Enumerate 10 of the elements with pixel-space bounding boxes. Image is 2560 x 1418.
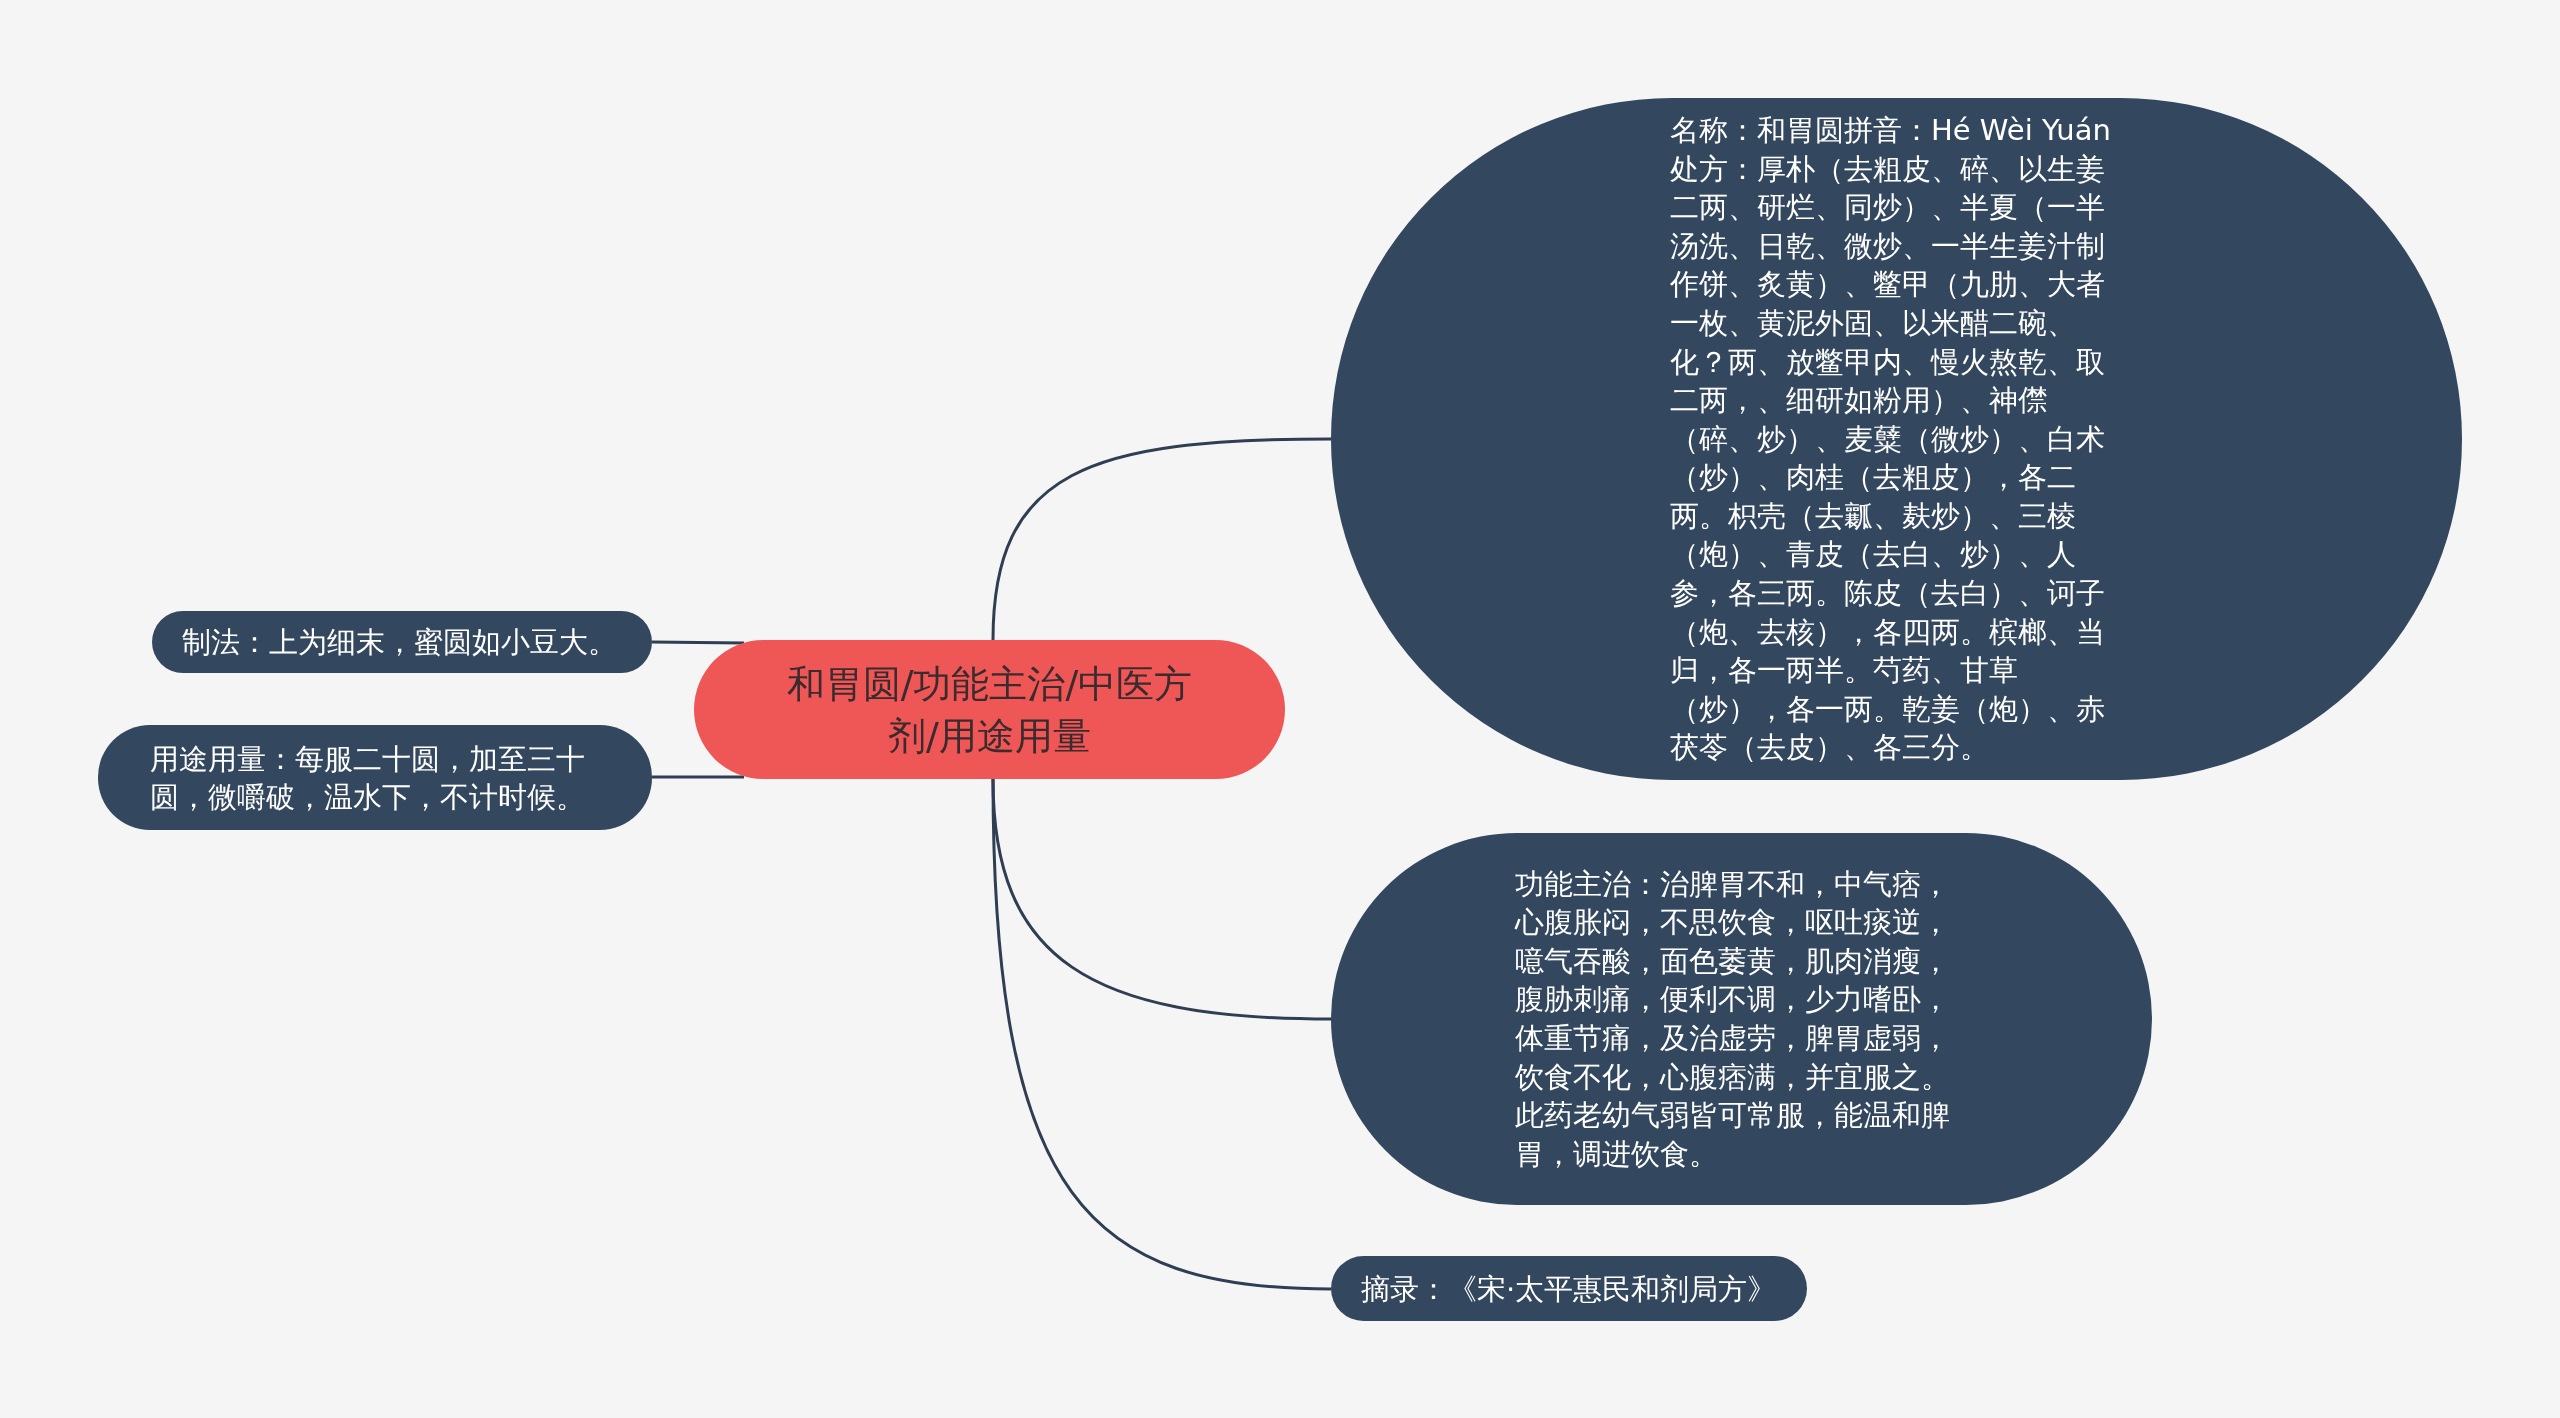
central-topic: 和胃圆/功能主治/中医方剂/用途用量 (694, 640, 1285, 779)
connector-line (652, 775, 744, 779)
topic-box: 制法：上为细末，蜜圆如小豆大。 (152, 611, 652, 673)
connector-line (652, 640, 744, 645)
connector-line (991, 778, 1332, 1291)
topic-box: 功能主治：治脾胃不和，中气痞，心腹胀闷，不思饮食，呕吐痰逆，噫气吞酸，面色萎黄，肌肉消瘦，腹胁刺痛，便利不调，少力嗜卧，体重节痛，及治虚劳，脾胃虚弱，饮食不化，心腹痞满，并宜服之。此药老幼气弱皆可常服，能温和脾胃，调进饮食。 (1331, 833, 2152, 1205)
topic-box: 名称：和胃圆拼音：Hé Wèi Yuán 处方：厚朴（去粗皮、碎、以生姜二两、研烂、同炒）、半夏（一半汤洗、日乾、微炒、一半生姜汁制作饼、炙黄）、鳖甲（九肋、大者一枚、黄泥外固、以米醋二碗、化？两、放鳖甲内、慢火熬乾、取二两，、细研如粉用）、神僸（碎、炒）、麦糵（微炒）、白术（炒）、肉桂（去粗皮），各二两。枳壳（去瓤、麸炒）、三棱（炮）、青皮（去白、炒）、人参，各三两。陈皮（去白）、诃子（炮、去核），各四两。槟榔、当归，各一两半。芍药、甘草（炒），各一两。乾姜（炮）、赤茯苓（去皮）、各三分。 (1331, 98, 2462, 780)
topic-box: 摘录：《宋·太平惠民和剂局方》 (1331, 1256, 1807, 1321)
topic-box: 用途用量：每服二十圆，加至三十圆，微嚼破，温水下，不计时候。 (98, 725, 652, 830)
connector-line (991, 437, 1331, 641)
